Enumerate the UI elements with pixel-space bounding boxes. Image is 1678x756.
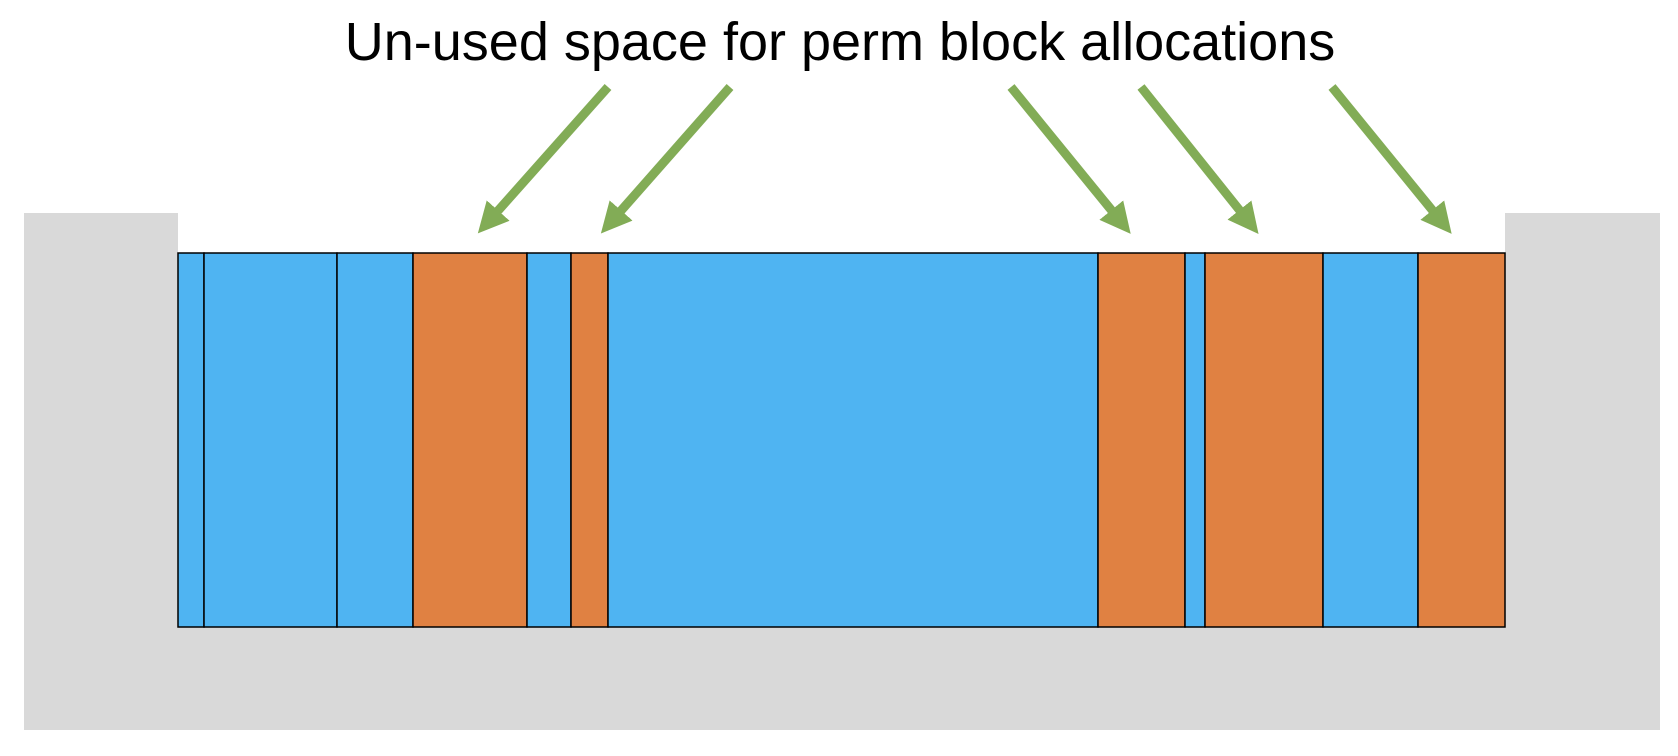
used-segment — [177, 252, 205, 628]
used-segment — [336, 252, 414, 628]
unused-space-arrow — [1328, 84, 1452, 234]
unused-segment — [1097, 252, 1186, 628]
used-segment — [526, 252, 572, 628]
unused-space-arrow — [1137, 84, 1259, 234]
unused-segment — [1417, 252, 1506, 628]
diagram-title: Un-used space for perm block allocations — [345, 12, 1335, 72]
used-segment — [1184, 252, 1206, 628]
used-segment — [1322, 252, 1419, 628]
unused-segment — [570, 252, 609, 628]
unused-space-arrow — [477, 84, 612, 234]
unused-space-arrow — [1007, 84, 1131, 234]
memory-segments — [177, 252, 1506, 628]
used-segment — [607, 252, 1099, 628]
used-segment — [203, 252, 338, 628]
unused-segment — [412, 252, 528, 628]
unused-space-arrow — [600, 84, 734, 234]
unused-space-arrows — [477, 84, 1452, 234]
unused-segment — [1204, 252, 1324, 628]
